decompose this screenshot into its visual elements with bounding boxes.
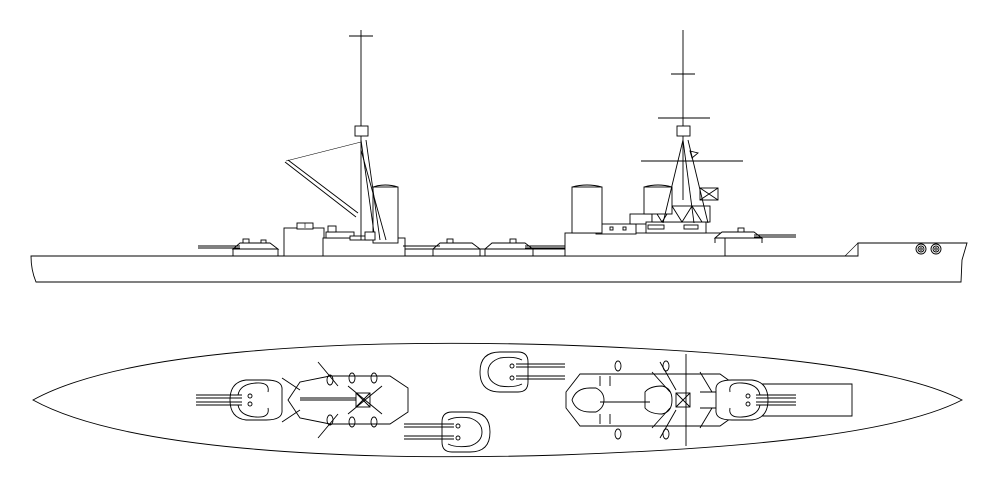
side-elevation-view <box>30 30 968 283</box>
middle-funnel <box>643 184 673 215</box>
aft-funnel <box>372 184 399 244</box>
aft-superstructure <box>283 222 406 257</box>
aft-superstructure-plan <box>281 361 409 439</box>
forward-funnel <box>571 184 603 234</box>
hull <box>30 242 968 283</box>
main-gun-turret <box>479 351 565 393</box>
plan-view <box>32 342 963 458</box>
main-gun-turret <box>196 379 283 421</box>
hull-chine-line <box>844 242 859 257</box>
anchor-icon <box>915 243 927 255</box>
main-gun-turret <box>198 238 280 256</box>
main-gun-turret <box>713 227 796 243</box>
main-gun-turret <box>483 238 565 256</box>
hull-plan-outline <box>32 342 963 458</box>
main-gun-turret <box>715 379 796 421</box>
forward-superstructure-plan <box>565 354 853 446</box>
aft-mast <box>284 30 387 241</box>
main-gun-turret <box>403 238 482 256</box>
anchor-icon <box>930 243 942 255</box>
forward-tripod-mast <box>641 30 743 224</box>
main-gun-turret <box>404 411 491 453</box>
